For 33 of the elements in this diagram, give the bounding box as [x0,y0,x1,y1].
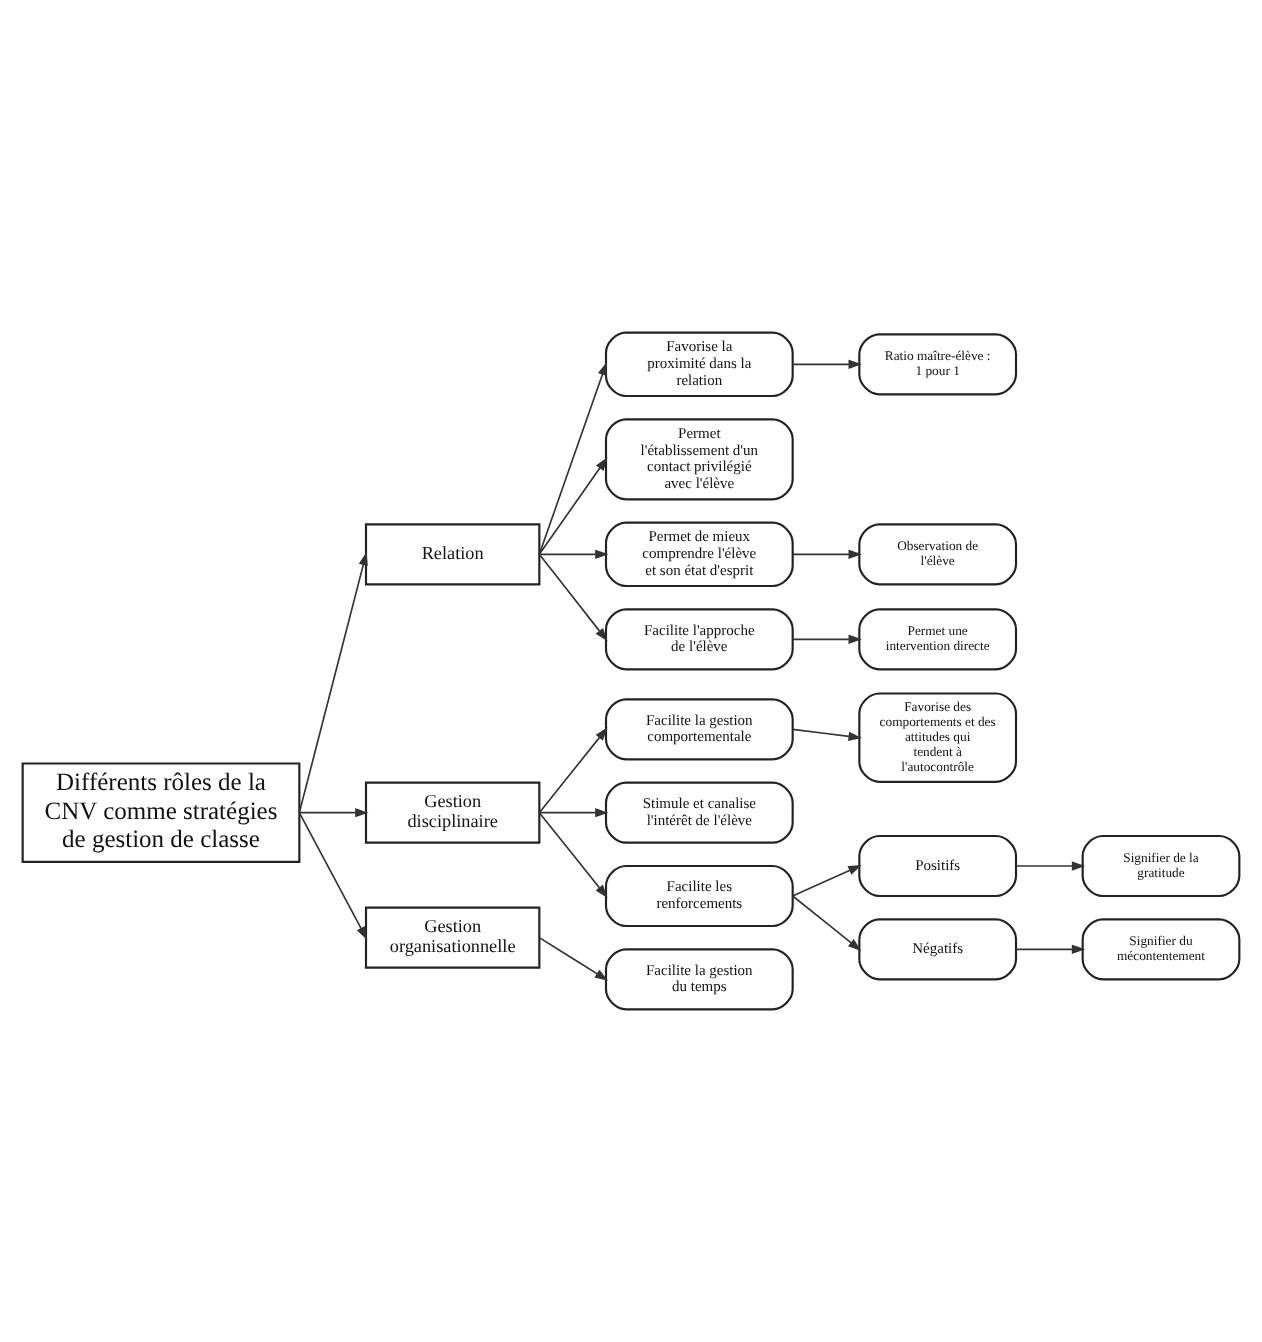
node-box: Gestion organisationnelle [364,906,541,969]
arrow [791,728,862,741]
arrow [538,811,608,898]
node-box: Permet l'établissement d'un contact privilégié avec l'élève [604,418,794,501]
node-box: Négatifs [858,918,1018,981]
node-box: Facilite l'approche de l'élève [604,608,794,671]
arrow [538,553,608,642]
node-box: Relation [364,523,541,586]
arrow [791,549,862,559]
arrow [791,359,862,369]
arrow [538,457,608,556]
node-box: Permet de mieux comprendre l'élève et son état d'esprit [604,521,794,588]
node-box: Gestion disciplinaire [364,781,541,844]
arrow [298,811,368,940]
arrow [791,895,862,951]
arrow [1015,861,1086,871]
node-box: Facilite les renforcements [604,864,794,928]
arrow [1015,944,1086,954]
node-box: Différents rôles de la CNV comme stratégies de gestion de classe [21,762,301,863]
node-box: Facilite la gestion comportementale [604,698,794,761]
arrow [538,361,607,556]
node-box: Favorise la proximité dans la relation [604,331,794,398]
arrow [791,864,862,897]
arrow [538,549,609,559]
node-box: Positifs [858,834,1018,898]
arrow [538,727,608,814]
node-box: Facilite la gestion du temps [604,948,794,1011]
arrow [538,936,609,981]
arrow [298,551,368,814]
arrow [538,808,609,818]
arrow [298,808,369,818]
arrow [791,634,862,644]
node-box: Stimule et canalise l'intérêt de l'élève [604,781,794,844]
